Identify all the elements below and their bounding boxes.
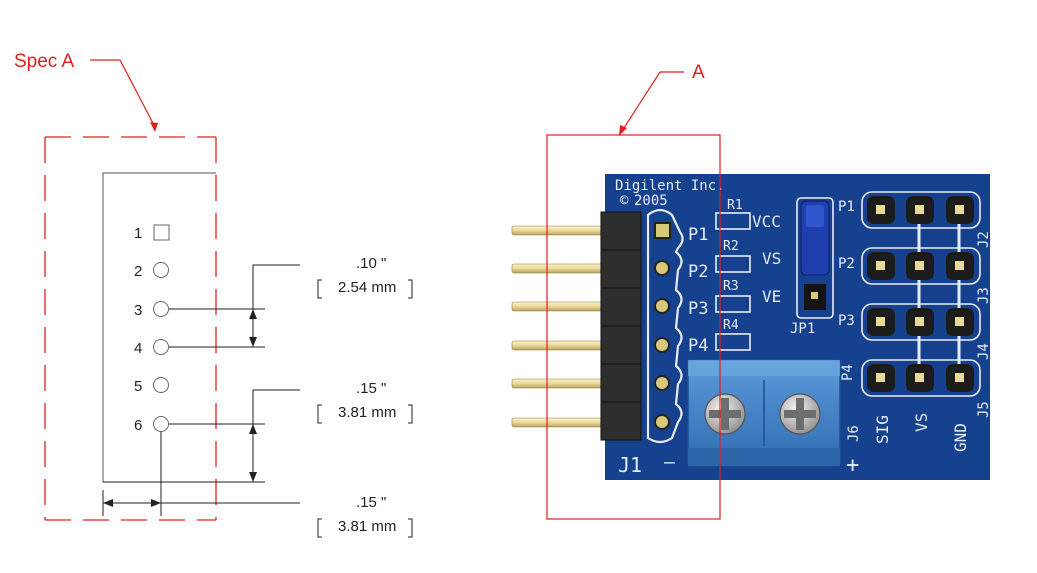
pin-label: P3: [688, 299, 708, 319]
pin-pad: [153, 262, 169, 278]
terminal-label: J6: [846, 425, 862, 442]
dimension-inch: .10 ": [356, 255, 386, 272]
column-label: VS: [912, 413, 931, 432]
header-name: J4: [976, 343, 992, 360]
pin-pad: [153, 416, 169, 432]
jumper-jp1: JP1: [790, 197, 834, 337]
header-housing: [600, 211, 642, 441]
pin-number: 4: [134, 340, 142, 357]
a-label: A: [692, 62, 705, 83]
dimension-edge-vertical: [103, 389, 300, 483]
header-pin-label: P3: [838, 313, 855, 329]
j1-silkscreen: [646, 208, 684, 444]
pin-1-square: [153, 224, 170, 241]
servo-header-grid: [861, 191, 981, 397]
pin-pad: [153, 301, 169, 317]
header-pin-label: P4: [840, 364, 856, 381]
a-callout: A: [619, 62, 705, 136]
spec-a-label: Spec A: [14, 51, 75, 72]
header-pin-labels: P1 P2 P3 P4: [838, 199, 856, 381]
resistor-label: R4: [723, 318, 739, 333]
dimension-edge-vertical-label: .15 " 3.81 mm: [317, 380, 413, 424]
column-labels: SIG VS GND: [873, 413, 970, 452]
pin-pad: [153, 377, 169, 393]
pin-label: P1: [688, 225, 708, 245]
year-label: 2005: [634, 193, 668, 209]
pin-number: 5: [134, 378, 142, 395]
resistor-label: R1: [727, 198, 743, 213]
pin-number: 2: [134, 263, 142, 280]
pin-list: 1 2 3 4 5 6: [134, 224, 170, 434]
header-pins: [511, 225, 608, 428]
pin-label: P2: [688, 262, 708, 282]
jumper-name: JP1: [790, 321, 815, 337]
resistor-label: R3: [723, 279, 739, 294]
dimension-pitch-label: .10 " 2.54 mm: [317, 255, 413, 299]
connector-label: J1: [618, 453, 642, 477]
pin-pad: [153, 339, 169, 355]
jumper-labels: VCC VS VE: [752, 212, 781, 306]
copyright-symbol: ©: [620, 193, 629, 209]
terminal-block-j6: J6: [687, 359, 862, 467]
pin-number: 1: [134, 225, 142, 242]
dimension-inch: .15 ": [356, 380, 386, 397]
dimension-inch: .15 ": [356, 494, 386, 511]
header-pin-label: P2: [838, 256, 855, 272]
dimension-mm: 2.54 mm: [338, 279, 396, 296]
jumper-label: VS: [762, 249, 781, 268]
spec-a-callout: Spec A: [14, 51, 158, 132]
jumper-label: VCC: [752, 212, 781, 231]
header-name: J2: [976, 231, 992, 248]
dimension-mm: 3.81 mm: [338, 404, 396, 421]
dimension-edge-horizontal-label: .15 " 3.81 mm: [317, 494, 413, 538]
footprint-outline: [102, 172, 216, 483]
dimension-mm: 3.81 mm: [338, 518, 396, 535]
minus-label: —: [664, 452, 675, 473]
column-label: GND: [951, 423, 970, 452]
pin-number: 3: [134, 302, 142, 319]
column-label: SIG: [873, 415, 892, 444]
jumper-label: VE: [762, 287, 781, 306]
header-names: J2 J3 J4 J5: [976, 231, 992, 418]
header-pin-label: P1: [838, 199, 855, 215]
resistor-label: R2: [723, 239, 739, 254]
pin-label: P4: [688, 336, 708, 356]
pin-number: 6: [134, 417, 142, 434]
dimension-edge-horizontal: [102, 432, 300, 516]
maker-label: Digilent Inc.: [615, 178, 725, 194]
resistors: R1 R2 R3 R4: [715, 198, 751, 351]
a-outline: [546, 134, 721, 520]
header-name: J3: [976, 287, 992, 304]
plus-label: +: [846, 453, 859, 478]
header-name: J5: [976, 401, 992, 418]
j1-pads: [654, 222, 671, 430]
dimension-pitch: [169, 264, 300, 348]
left-pin-labels: P1 P2 P3 P4: [688, 225, 708, 356]
spec-a-dashed-outline: [44, 136, 217, 521]
